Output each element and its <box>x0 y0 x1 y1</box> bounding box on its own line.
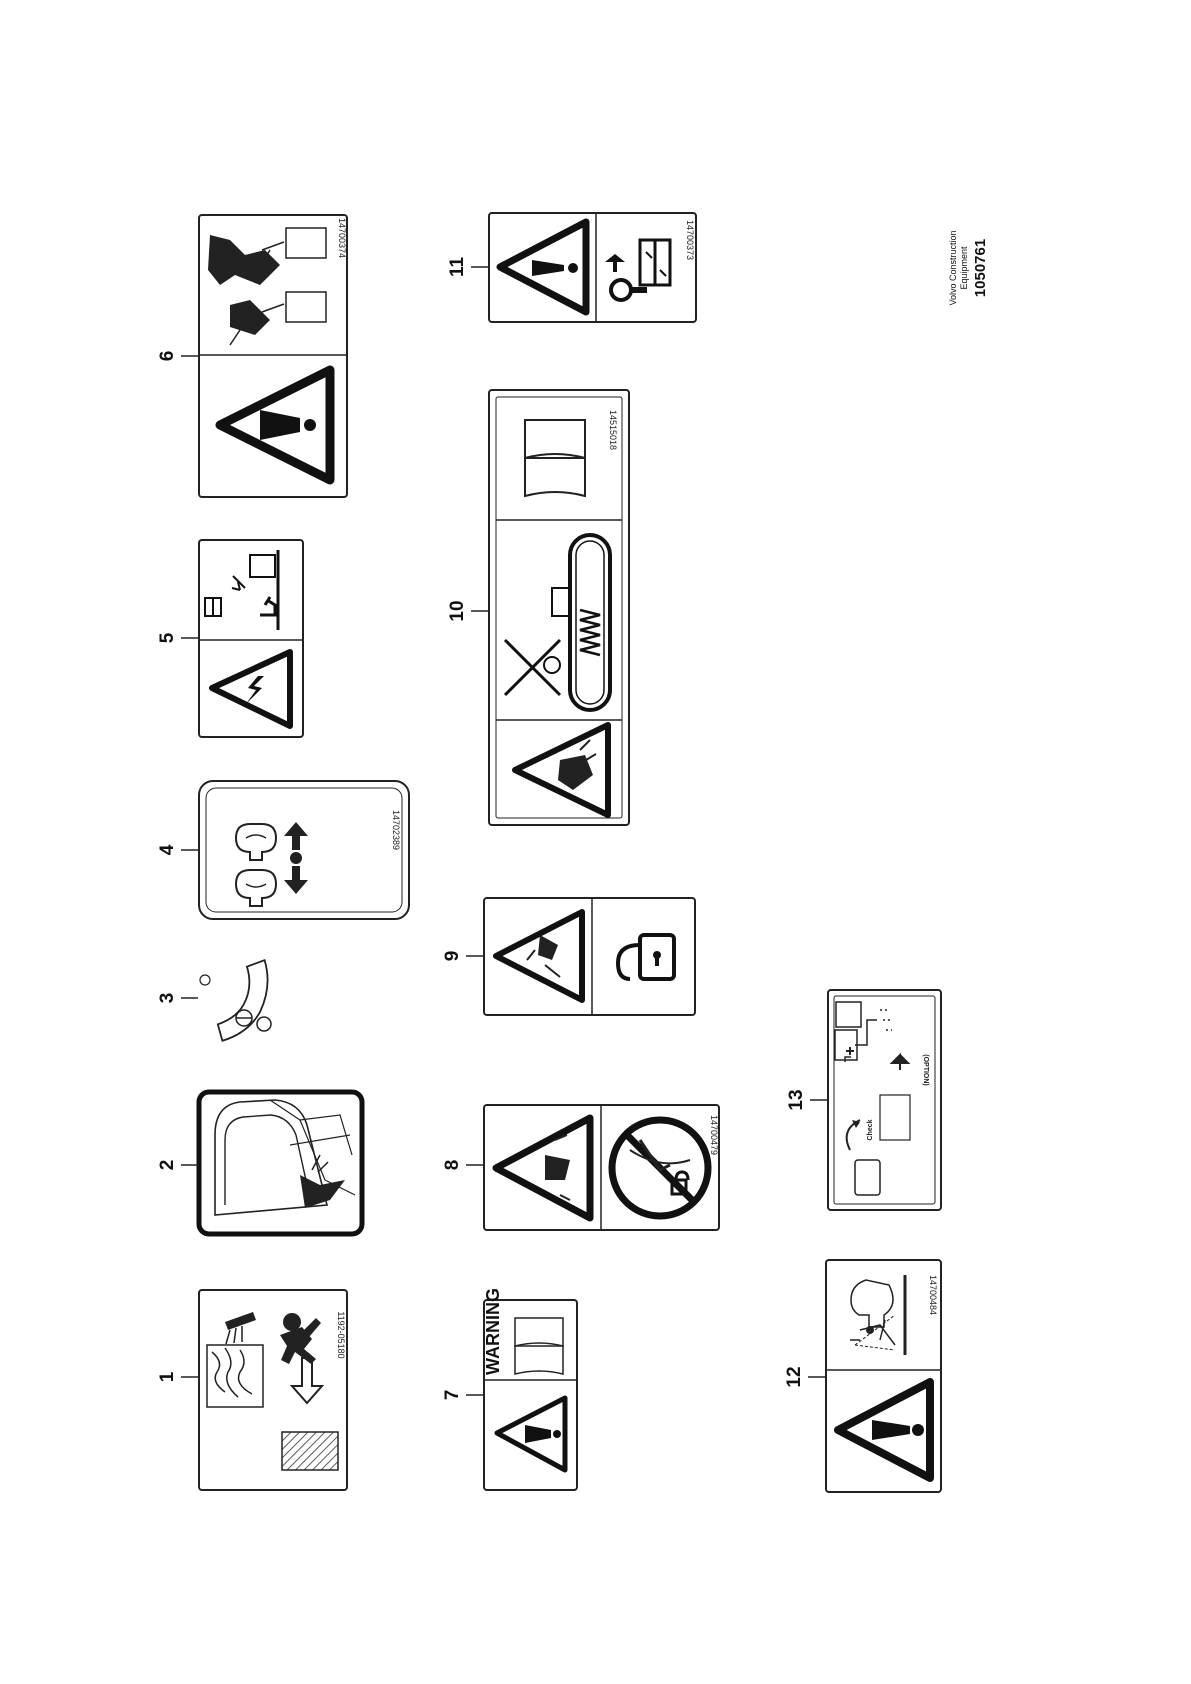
operator-distance-icon <box>850 1275 907 1355</box>
fuel-filter-check-icon <box>834 1001 911 1196</box>
hatched-square-icon <box>281 1431 339 1471</box>
callout-2: 2 <box>157 1160 178 1171</box>
decal-3 <box>199 958 272 1042</box>
crack-icon <box>206 1312 264 1408</box>
decal-6: 14700374 <box>198 214 348 498</box>
document-credit: Volvo Construction Equipment 1050761 <box>948 230 989 305</box>
callout-8: 8 <box>442 1160 463 1171</box>
running-person-icon <box>280 1313 321 1364</box>
unlock-icon <box>615 933 676 981</box>
track-spring-icon <box>503 533 612 712</box>
callout-10: 10 <box>447 600 468 621</box>
swing-symbol-icon <box>234 823 278 861</box>
callout-13: 13 <box>786 1089 807 1110</box>
double-arrow-icon <box>284 822 308 894</box>
decal-2 <box>196 1089 365 1237</box>
decal-4: 14702389 <box>198 780 410 920</box>
decal-9 <box>483 897 696 1016</box>
excavator-crush-zone-icon <box>208 227 327 346</box>
part-number-12: 14700484 <box>928 1275 938 1315</box>
crush-hazard-triangle-icon <box>492 1114 594 1222</box>
electrical-hazard-icon <box>209 649 293 729</box>
callout-1: 1 <box>157 1371 178 1382</box>
decal-10: 14515018 <box>488 389 630 826</box>
warning-triangle-icon <box>494 1395 568 1473</box>
check-label: Check <box>867 1119 874 1140</box>
arc-decal-shape <box>216 958 269 1042</box>
callout-3: 3 <box>157 993 178 1004</box>
part-number-1: 1192-05180 <box>336 1311 346 1358</box>
warning-triangle-icon <box>834 1378 934 1482</box>
decal-13: Check (OPTION) <box>827 989 942 1211</box>
arrow-icon <box>289 1357 325 1405</box>
callout-6: 6 <box>157 351 178 362</box>
key-and-manual-icon <box>605 238 672 302</box>
circle-marker-icon <box>256 1016 272 1032</box>
manual-book-icon <box>524 419 586 498</box>
hand-hazard-triangle-icon <box>512 722 611 818</box>
callout-7: 7 <box>442 1390 463 1401</box>
decal-11: 14700373 <box>488 212 697 323</box>
credit-line-1: Volvo Construction <box>948 230 958 305</box>
credit-line-2: Equipment <box>959 246 969 290</box>
callout-9: 9 <box>442 951 463 962</box>
warning-triangle-icon <box>215 365 335 485</box>
decal-7: WARNING <box>483 1288 578 1491</box>
decal-1: 1192-05180 <box>198 1289 348 1491</box>
part-number-11: 14700373 <box>685 220 695 260</box>
swing-symbol-icon <box>234 869 278 907</box>
option-label: (OPTION) <box>922 1054 929 1086</box>
power-line-clearance-icon <box>204 550 280 630</box>
key-symbol-icon <box>199 974 211 986</box>
decal-8: 14700479 <box>483 1104 720 1231</box>
crush-hand-icon <box>300 1175 345 1208</box>
part-number-6: 14700374 <box>337 218 347 258</box>
part-number-8: 14700479 <box>709 1115 719 1155</box>
falling-hazard-triangle-icon <box>493 909 585 1003</box>
decal-5 <box>198 539 304 738</box>
callout-11: 11 <box>447 257 468 278</box>
manual-book-icon <box>514 1317 564 1375</box>
warning-word: WARNING <box>483 1288 503 1375</box>
callout-5: 5 <box>157 632 178 643</box>
part-number-4: 14702389 <box>391 810 401 850</box>
part-number-10: 14515018 <box>608 410 618 450</box>
prohibition-sign-icon <box>608 1116 712 1220</box>
callout-4: 4 <box>157 844 178 855</box>
document-number: 1050761 <box>972 239 989 297</box>
decal-12: 14700484 <box>825 1259 942 1493</box>
warning-triangle-icon <box>496 218 590 316</box>
callout-12: 12 <box>784 1366 805 1387</box>
